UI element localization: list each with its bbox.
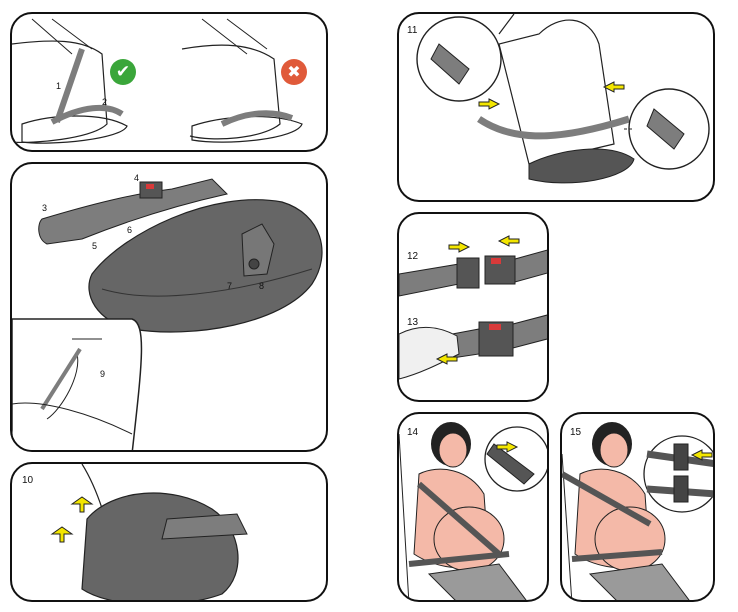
belt-pad-illustration [12, 178, 323, 450]
step-number-14: 14 [407, 427, 419, 438]
step-14-illustration [399, 422, 547, 600]
callout-3: 3 [42, 203, 48, 213]
cross-icon: ✖ [281, 59, 307, 85]
panel-step-12-13: 12 13 [397, 212, 549, 402]
step-15-illustration [562, 422, 713, 600]
callout-8: 8 [259, 281, 265, 291]
callout-7: 7 [227, 281, 233, 291]
step-10-illustration [50, 464, 248, 600]
callout-1: 1 [56, 81, 62, 91]
callout-2: 2 [102, 97, 108, 107]
panel-step-14: 14 [397, 412, 549, 602]
callout-6: 6 [127, 225, 133, 235]
step-number-15: 15 [570, 427, 582, 438]
panel-step-15: 15 [560, 412, 715, 602]
step-number-11: 11 [407, 25, 418, 36]
step-number-12: 12 [407, 251, 419, 262]
step-number-13: 13 [407, 317, 419, 328]
seat-illustration-top [12, 18, 303, 144]
panel-belt-components: 3 4 5 6 7 8 9 [10, 162, 328, 452]
step-11-illustration [416, 14, 710, 184]
panel-step-10: 10 [10, 462, 328, 602]
panel-belt-position: 1 2 ✔ ✖ [10, 12, 328, 152]
step-number-10: 10 [22, 475, 34, 486]
callout-9: 9 [100, 369, 106, 379]
panel-step-11: 11 [397, 12, 715, 202]
check-icon: ✔ [110, 59, 136, 85]
callout-4: 4 [134, 173, 140, 183]
callout-5: 5 [92, 241, 98, 251]
buckle-illustration [399, 235, 547, 380]
